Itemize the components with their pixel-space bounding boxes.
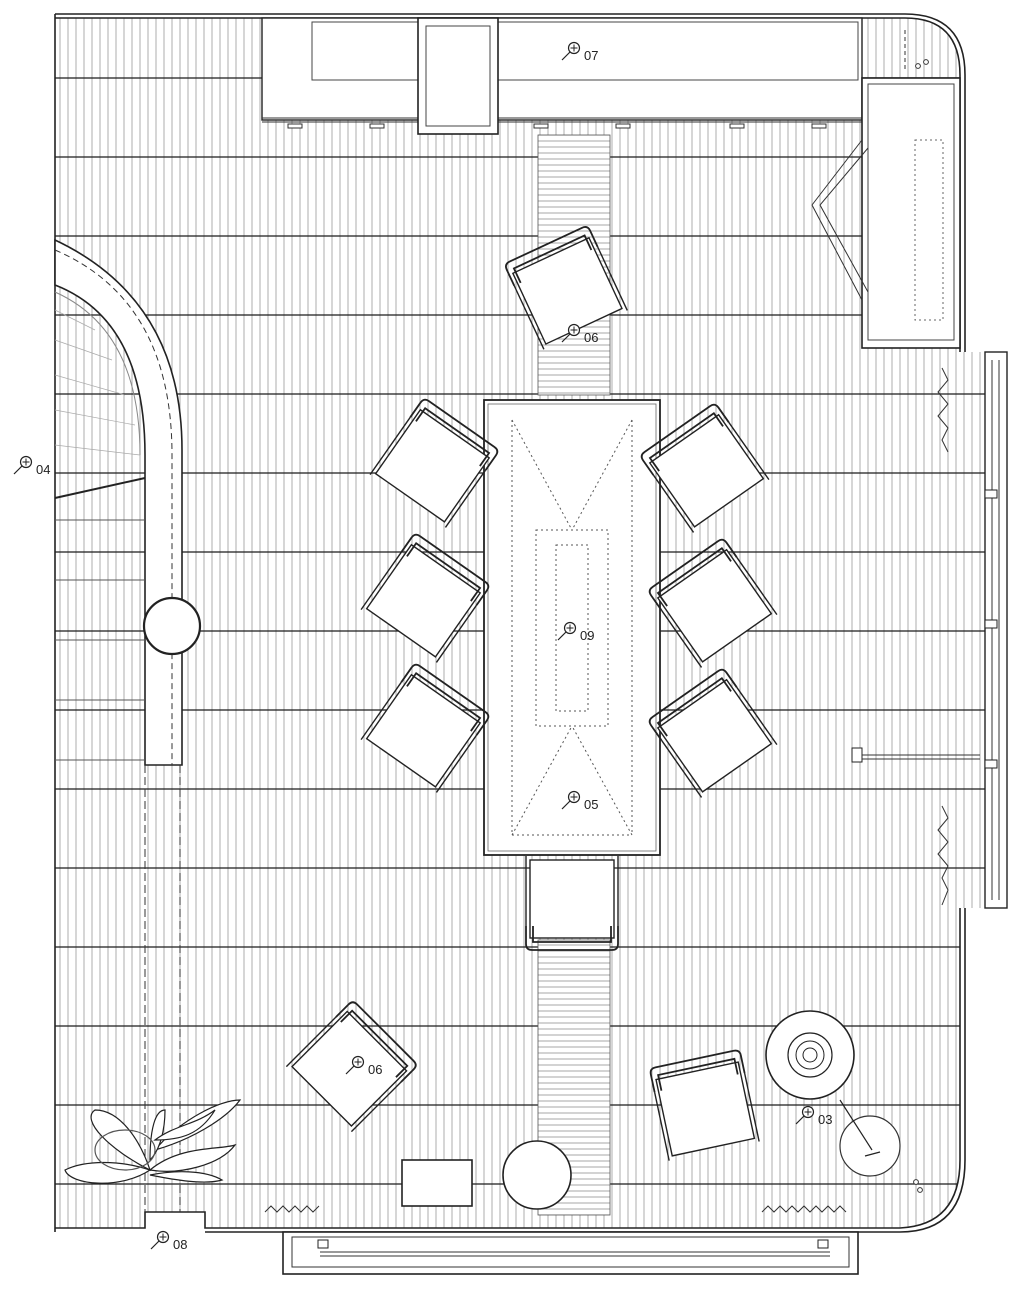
callout-marker-c06b: 06 — [345, 1055, 382, 1077]
chair — [525, 856, 619, 951]
callout-label: 09 — [580, 628, 594, 643]
callout-marker-c03: 03 — [795, 1105, 832, 1127]
right-windows — [851, 351, 1008, 909]
callout-label: 08 — [173, 1237, 187, 1252]
callout-marker-c06a: 06 — [561, 323, 598, 345]
chair — [640, 403, 770, 533]
chair — [285, 1001, 417, 1133]
plant — [64, 1099, 242, 1184]
callout-label: 04 — [36, 462, 50, 477]
side-pieces — [401, 1140, 572, 1210]
lamp — [765, 1010, 901, 1177]
kitchen-counter — [261, 17, 863, 135]
chair — [360, 663, 490, 793]
callout-label: 07 — [584, 48, 598, 63]
callout-label: 05 — [584, 797, 598, 812]
walls — [54, 13, 966, 1233]
callout-markers: 07 06 04 09 05 06 03 08 — [13, 41, 832, 1252]
bottom-window — [264, 1179, 923, 1275]
callout-label: 03 — [818, 1112, 832, 1127]
chair — [649, 1049, 760, 1161]
callout-label: 06 — [584, 330, 598, 345]
chair — [648, 668, 778, 798]
chair — [369, 398, 499, 528]
callout-marker-c04: 04 — [13, 455, 50, 477]
drawer-handles — [287, 123, 827, 129]
chair — [505, 226, 628, 350]
callout-marker-c07: 07 — [561, 41, 598, 63]
callout-label: 06 — [368, 1062, 382, 1077]
right-cabinet — [811, 30, 961, 349]
callout-marker-c09: 09 — [557, 621, 594, 643]
staircase — [54, 238, 202, 1212]
chair — [360, 533, 490, 663]
chairs — [285, 226, 778, 1161]
callout-marker-c08: 08 — [150, 1230, 187, 1252]
chair — [648, 538, 778, 668]
callout-marker-c05: 05 — [561, 790, 598, 812]
column — [142, 596, 202, 656]
